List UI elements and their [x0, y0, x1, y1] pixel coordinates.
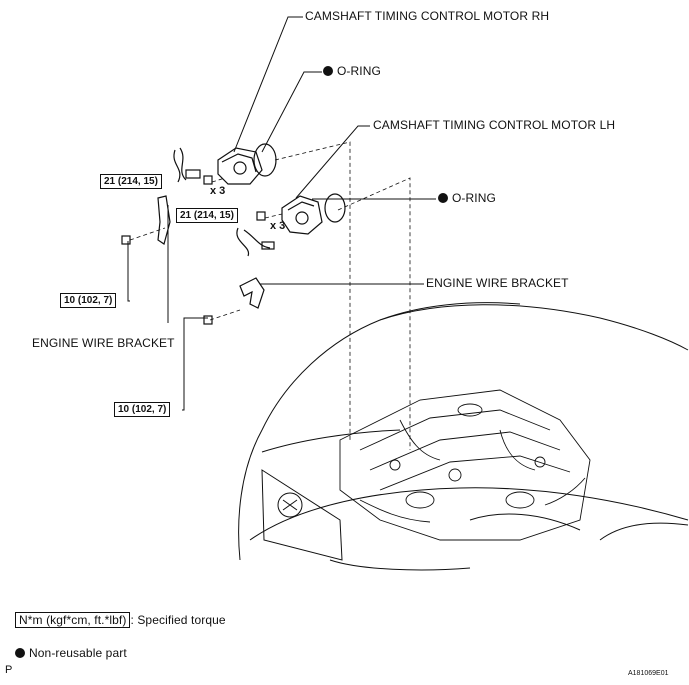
legend-nonreusable: Non-reusable part: [15, 646, 127, 660]
right-bracket-drawing: [239, 277, 265, 309]
legend-nonreusable-text: Non-reusable part: [29, 646, 127, 660]
legend-torque-desc: : Specified torque: [130, 613, 226, 627]
o-ring-mid-label: O-RING: [438, 191, 496, 205]
legend-torque: N*m (kgf*cm, ft.*lbf): Specified torque: [15, 612, 226, 628]
camshaft-motor-lh-label: CAMSHAFT TIMING CONTROL MOTOR LH: [373, 118, 616, 132]
o-ring-top-label: O-RING: [323, 64, 381, 78]
o-ring-top-text: O-RING: [337, 64, 381, 78]
page-letter: P: [5, 664, 13, 676]
figure-id: A181069E01: [628, 670, 669, 677]
engine-wire-bracket-right-label: ENGINE WIRE BRACKET: [426, 276, 569, 290]
o-ring-mid-text: O-RING: [452, 191, 496, 205]
engine-block-drawing: [339, 389, 591, 541]
dashed-alignment-lines: [129, 141, 411, 450]
torque-left-bracket-bolt: 10 (102, 7): [60, 293, 117, 308]
leader-lines: [127, 16, 436, 411]
o-ring-lh-drawing: [324, 193, 346, 223]
car-outline-drawing: [238, 302, 689, 571]
non-reusable-dot-icon: [15, 648, 25, 658]
torque-right-bracket-bolt: 10 (102, 7): [114, 402, 171, 417]
camshaft-motor-lh-drawing: [236, 195, 323, 257]
non-reusable-dot-icon: [323, 66, 333, 76]
torque-rh-bolts: 21 (214, 15): [100, 174, 162, 189]
left-bracket-drawing: [157, 195, 171, 245]
legend-torque-box: N*m (kgf*cm, ft.*lbf): [15, 612, 131, 628]
multiplier-rh: x 3: [210, 185, 226, 197]
o-ring-rh-drawing: [253, 143, 277, 177]
camshaft-motor-rh-label: CAMSHAFT TIMING CONTROL MOTOR RH: [305, 9, 550, 23]
torque-lh-bolts: 21 (214, 15): [176, 208, 238, 223]
non-reusable-dot-icon: [438, 193, 448, 203]
multiplier-lh: x 3: [270, 220, 286, 232]
engine-wire-bracket-left-label: ENGINE WIRE BRACKET: [32, 336, 175, 350]
bolts-drawing: [121, 175, 266, 325]
camshaft-motor-rh-drawing: [173, 147, 263, 185]
